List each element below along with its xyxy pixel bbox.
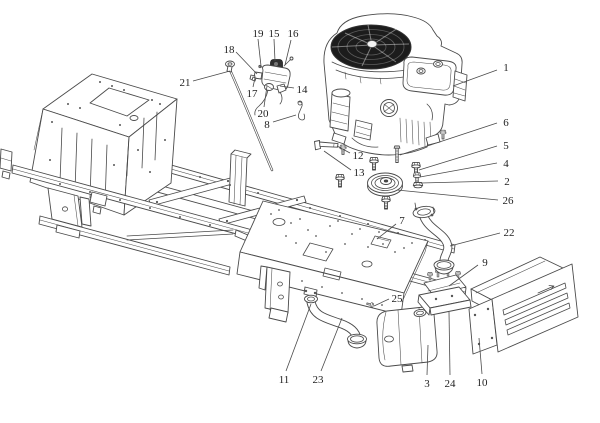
callout-leader-line (426, 344, 429, 376)
callout-19: 19 (253, 28, 265, 67)
retainer-clip (297, 100, 306, 121)
callout-leader-line (192, 70, 231, 82)
callout-label: 6 (503, 117, 509, 129)
callout-23: 23 (313, 317, 343, 386)
muffler-bracket-lower (417, 286, 472, 316)
exhaust-pipe-rear (412, 202, 455, 275)
direction-arrow (537, 285, 555, 294)
callout-12: 12 (336, 145, 364, 162)
heat-shield (468, 256, 579, 355)
callout-leader-line (252, 77, 256, 88)
dipstick-tube (225, 60, 274, 172)
callout-17: 17 (247, 77, 259, 100)
callout-18: 18 (224, 44, 258, 75)
callout-leader-line (396, 189, 499, 201)
callout-label: 12 (353, 150, 364, 162)
callout-leader-line (420, 180, 499, 184)
callout-label: 2 (504, 176, 510, 188)
muffler (376, 306, 438, 373)
callout-7: 7 (376, 215, 405, 240)
callout-label: 7 (399, 215, 405, 227)
callout-6: 6 (399, 117, 509, 156)
callout-leader-line (336, 145, 351, 154)
callout-20: 20 (258, 85, 270, 120)
fasteners (314, 129, 461, 308)
fuel-valve-assembly (249, 56, 294, 116)
hanging-bracket (258, 265, 291, 323)
callout-leader-line (373, 298, 390, 307)
callout-label: 10 (477, 377, 489, 389)
callout-4: 4 (419, 158, 509, 178)
callout-leader-line (452, 69, 498, 87)
callout-label: 4 (503, 158, 509, 170)
callout-11: 11 (279, 303, 312, 386)
callout-1: 1 (452, 62, 509, 87)
callout-leader-line (376, 223, 397, 240)
callout-15: 15 (269, 28, 281, 62)
callout-label: 24 (445, 378, 457, 390)
callout-label: 16 (288, 28, 300, 40)
callout-22: 22 (449, 227, 515, 247)
callout-label: 5 (503, 140, 509, 152)
callout-leader-line (279, 85, 295, 89)
callout-leader-line (235, 51, 258, 75)
callout-label: 8 (264, 119, 270, 131)
callout-leader-line (478, 337, 483, 375)
callout-leader-line (320, 317, 343, 372)
engine-assembly (323, 13, 468, 156)
callout-leader-line (448, 311, 451, 376)
callout-21: 21 (180, 70, 231, 89)
clevis-pin (314, 140, 339, 151)
callout-leader-line (273, 38, 276, 62)
callout-8: 8 (264, 114, 297, 131)
engine-deck-plate (236, 200, 429, 316)
callout-24: 24 (445, 311, 457, 390)
muffler-bracket-upper (423, 274, 467, 296)
callout-label: 13 (354, 167, 366, 179)
callout-26: 26 (396, 189, 515, 207)
callout-label: 22 (504, 227, 515, 239)
callout-leader-line (418, 145, 498, 171)
callout-5: 5 (418, 140, 509, 171)
callout-leader-line (448, 264, 479, 287)
callout-label: 19 (253, 28, 265, 40)
exhaust-pipe-front (303, 286, 367, 349)
callout-label: 17 (247, 88, 259, 100)
callout-leader-line (449, 232, 501, 247)
callout-leader-line (323, 150, 352, 171)
callout-25: 25 (373, 293, 404, 307)
callout-leader-line (263, 85, 268, 108)
callout-label: 23 (313, 374, 325, 386)
callout-label: 3 (424, 378, 430, 390)
callout-label: 1 (503, 62, 509, 74)
callout-label: 11 (279, 374, 290, 386)
callout-leader-line (285, 303, 312, 372)
callout-label: 18 (224, 44, 236, 56)
callout-leader-line (284, 39, 292, 66)
callout-label: 21 (180, 77, 191, 89)
console-box (29, 73, 178, 216)
callout-label: 20 (258, 108, 270, 120)
callout-14: 14 (279, 84, 309, 96)
callout-3: 3 (424, 344, 430, 390)
callout-2: 2 (420, 176, 510, 188)
callout-label: 15 (269, 28, 281, 40)
callout-leader-line (272, 114, 297, 123)
callout-9: 9 (448, 257, 488, 287)
callout-16: 16 (284, 28, 300, 66)
callout-label: 14 (297, 84, 309, 96)
callout-leader-line (419, 162, 498, 178)
callout-leader-line (399, 122, 498, 156)
callout-10: 10 (477, 337, 489, 389)
callout-label: 9 (482, 257, 488, 269)
callout-leader-line (257, 38, 262, 67)
callout-13: 13 (323, 150, 366, 179)
crankshaft-pulley (367, 172, 403, 197)
callout-label: 25 (392, 293, 404, 305)
callout-label: 26 (503, 195, 515, 207)
